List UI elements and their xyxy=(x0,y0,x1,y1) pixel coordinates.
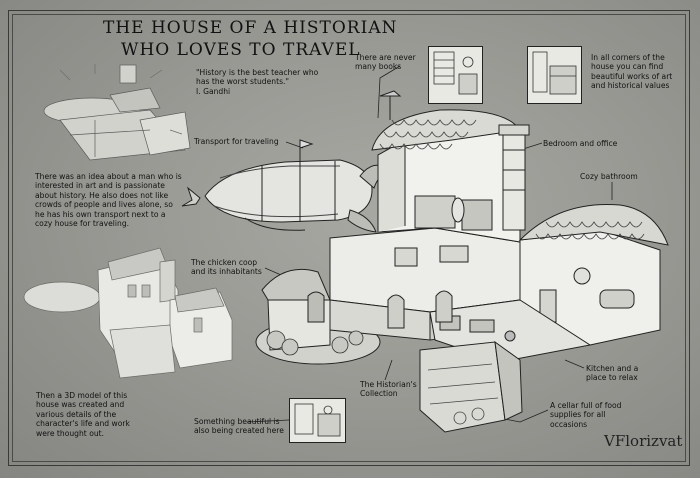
label-beautiful: Something beautiful is also being create… xyxy=(194,417,284,436)
model-text: Then a 3D model of this house was create… xyxy=(36,391,130,438)
outer-border xyxy=(8,10,690,466)
label-kitchen: Kitchen and a place to relax xyxy=(586,364,639,383)
concept-sketch xyxy=(43,64,191,161)
title-line-2: WHO LOVES TO TRAVEL xyxy=(121,40,361,60)
thumbnail-sketches xyxy=(294,51,577,437)
artist-signature: VFlorizvat xyxy=(604,432,683,450)
airship xyxy=(181,139,389,233)
title-line-1: THE HOUSE OF A HISTORIAN xyxy=(103,18,398,38)
label-bedroom: Bedroom and office xyxy=(543,139,618,148)
label-corners: In all corners of the house you can find… xyxy=(591,53,673,91)
house-cutaway xyxy=(255,90,669,433)
label-cellar: A cellar full of food supplies for all o… xyxy=(550,401,622,429)
clay-model xyxy=(23,247,233,379)
label-transport: Transport for traveling xyxy=(194,137,279,146)
intro-text: There was an idea about a man who is int… xyxy=(35,172,182,229)
quote-text: "History is the best teacher who has the… xyxy=(196,68,319,87)
quote-author: I. Gandhi xyxy=(196,87,231,96)
inner-border xyxy=(12,14,686,462)
label-bathroom: Cozy bathroom xyxy=(580,172,638,181)
label-chicken: The chicken coop and its inhabitants xyxy=(191,258,262,277)
label-collection: The Historian's Collection xyxy=(360,380,417,399)
label-books: There are never many books xyxy=(355,53,416,72)
